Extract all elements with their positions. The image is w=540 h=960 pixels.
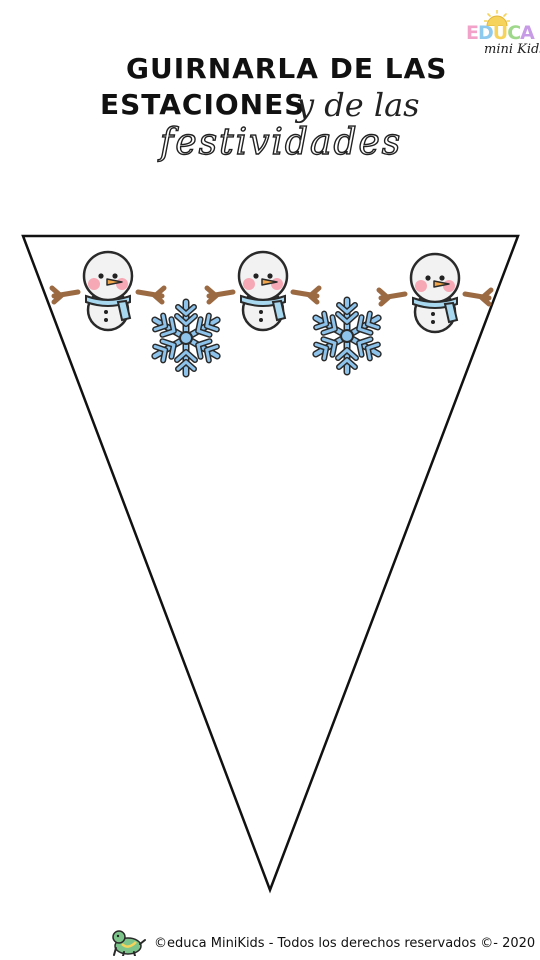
logo-letter: E: [466, 22, 479, 44]
title-line-3: festividades: [159, 121, 403, 163]
logo-tagline: mini Kids: [484, 42, 540, 57]
copyright-text: ©educa MiniKids - Todos los derechos res…: [154, 936, 536, 951]
sun-icon: [484, 10, 510, 26]
title-line-1: GUIRNARLA DE LAS: [126, 52, 448, 85]
title-line-2-script: y de las: [296, 86, 420, 124]
logo-letter: U: [492, 22, 508, 44]
logo-letter: A: [520, 22, 535, 44]
educa-logo: E D U C A mini Kids: [462, 8, 540, 60]
pennant-outline: [21, 234, 520, 894]
dinosaur-icon: [112, 930, 146, 956]
logo-letter: D: [477, 22, 494, 44]
logo-letter: C: [507, 22, 521, 44]
title-line-2: ESTACIONES: [100, 88, 306, 121]
footer: ©educa MiniKids - Todos los derechos res…: [110, 928, 535, 958]
logo-letters: E D U C A: [466, 22, 535, 44]
